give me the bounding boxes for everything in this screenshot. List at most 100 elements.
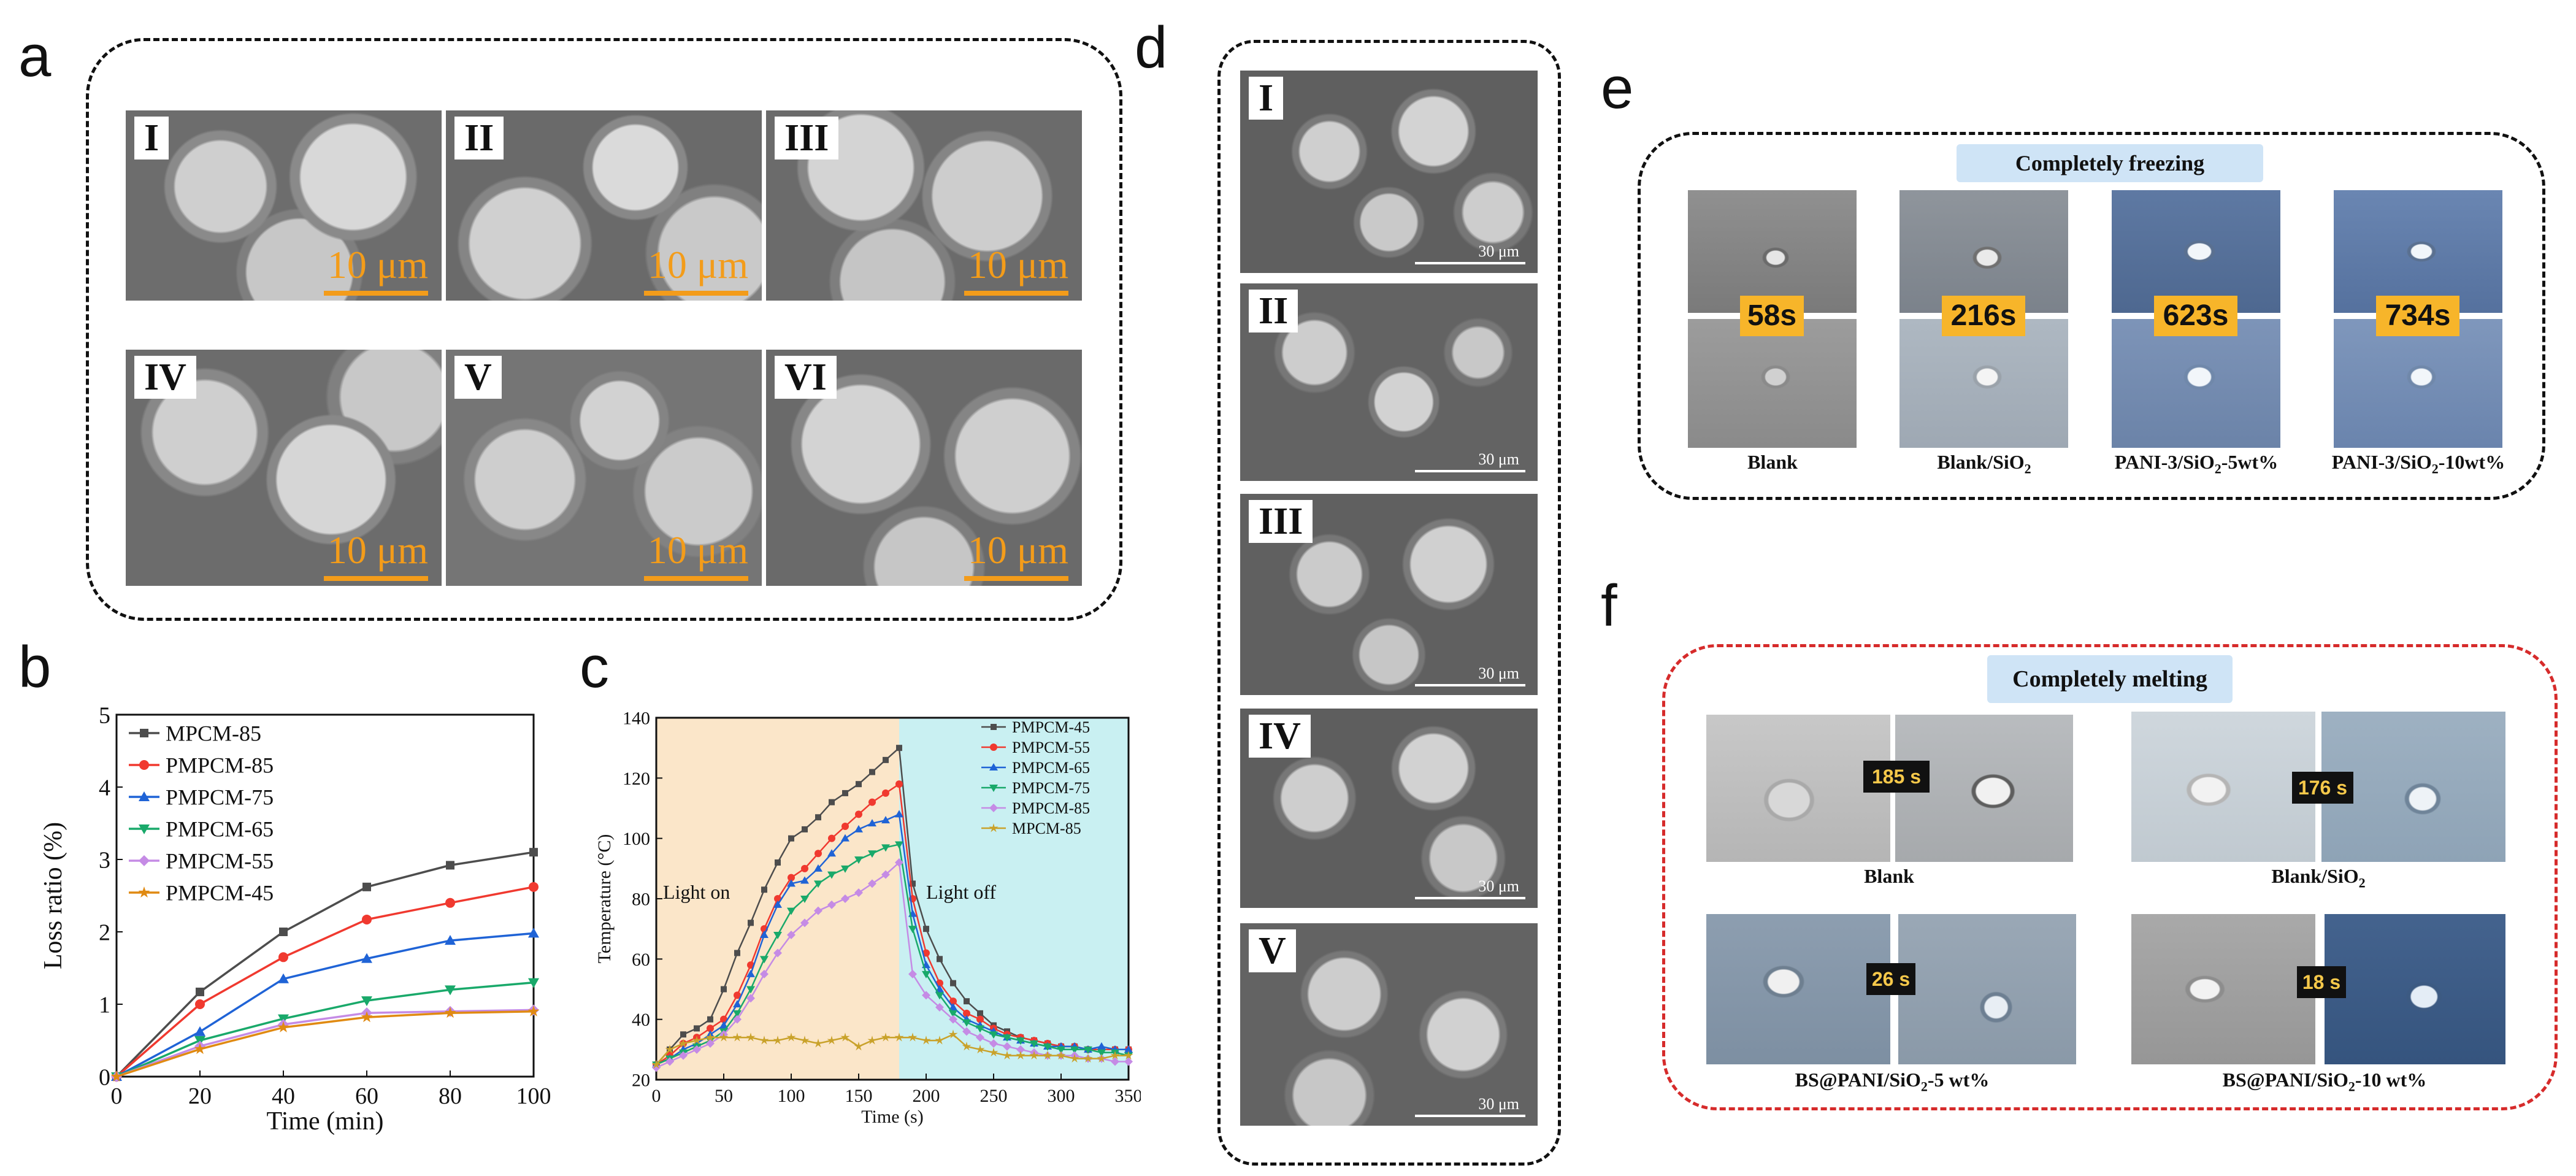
data-point (908, 926, 917, 934)
x-tick-label: 0 (111, 1083, 123, 1109)
y-tick-label: 80 (632, 890, 650, 910)
series-MPCM-85 (651, 1029, 1133, 1069)
data-point (773, 948, 782, 958)
data-point (935, 1036, 945, 1045)
data-point (989, 785, 998, 792)
caption-f3: BS@PANI/SiO2-5 wt% (1795, 1069, 1990, 1094)
data-point (196, 987, 204, 996)
data-point (989, 763, 998, 771)
data-point (840, 1032, 850, 1042)
series-line (116, 1009, 534, 1078)
data-point (842, 790, 848, 796)
data-point (1070, 1046, 1079, 1054)
scale-label: 10 μm (647, 243, 748, 286)
legend-label: PMPCM-55 (166, 849, 274, 874)
data-point (908, 1032, 918, 1042)
sem-image-d4: IV 30 μm (1240, 709, 1538, 908)
data-point (841, 834, 849, 842)
data-point (706, 1039, 715, 1048)
scale-bar (324, 291, 428, 296)
panel-e-frame (1638, 132, 2545, 500)
sem-image-d3: III 30 μm (1240, 494, 1538, 695)
sem-image-d1: I 30 μm (1240, 71, 1538, 273)
data-point (883, 756, 889, 763)
photo-f4-before (2131, 914, 2315, 1064)
data-point (787, 907, 795, 915)
panel-label-d: d (1135, 15, 1168, 80)
data-point (721, 986, 727, 993)
data-point (963, 1009, 970, 1017)
photo-f4-after (2325, 914, 2505, 1064)
photo-f1-before (1706, 715, 1890, 862)
data-point (746, 986, 755, 994)
sem-label: III (775, 117, 839, 159)
y-tick-label: 0 (99, 1064, 110, 1090)
series-line (115, 851, 534, 1078)
data-point (895, 841, 903, 849)
data-point (1097, 1042, 1106, 1050)
data-point (444, 1007, 456, 1018)
data-point (881, 1032, 891, 1042)
photo-e4-bottom (2334, 319, 2502, 448)
x-axis-label: Time (s) (861, 1107, 923, 1127)
x-tick-label: 200 (913, 1086, 940, 1106)
y-tick-label: 5 (99, 702, 110, 728)
sem-image-a6: VI 10 μm (766, 350, 1082, 586)
data-point (935, 992, 944, 1000)
data-point (110, 1070, 123, 1082)
data-point (361, 953, 372, 963)
scale-bar (1415, 1115, 1525, 1117)
data-point (922, 949, 930, 957)
data-point (989, 1047, 999, 1057)
data-point (896, 745, 902, 751)
x-tick-label: 60 (355, 1083, 378, 1109)
data-point (1124, 1045, 1133, 1053)
sem-image-a5: V 10 μm (446, 350, 762, 586)
data-point (773, 1036, 783, 1045)
data-point (362, 914, 372, 924)
data-point (962, 1027, 971, 1036)
data-point (139, 760, 149, 770)
series-line (656, 843, 1129, 1066)
data-point (882, 789, 889, 797)
data-point (813, 1039, 823, 1048)
y-axis-label: Temperature (°C) (594, 834, 615, 964)
series-PMPCM-45 (110, 1005, 540, 1082)
y-tick-label: 2 (99, 920, 110, 945)
data-point (935, 985, 944, 993)
data-point (815, 814, 821, 821)
data-point (908, 969, 917, 978)
legend-label: MPCM-85 (166, 721, 261, 746)
data-point (786, 1032, 796, 1042)
data-point (759, 1036, 769, 1045)
time-badge-e1: 58s (1740, 296, 1804, 336)
scale-label: 30 μm (1478, 242, 1519, 260)
data-point (854, 1041, 864, 1051)
data-point (948, 1029, 958, 1039)
caption-e4: PANI-3/SiO2-10wt% (2331, 451, 2505, 477)
x-tick-label: 100 (778, 1086, 805, 1106)
data-point (1016, 1050, 1025, 1060)
light-off-region (899, 718, 1129, 1080)
y-tick-label: 20 (632, 1070, 650, 1091)
data-point (923, 926, 929, 932)
x-tick-label: 20 (188, 1083, 212, 1109)
data-point (867, 1036, 877, 1045)
data-point (707, 1016, 713, 1023)
annotation-light-on: Light on (663, 881, 730, 903)
data-point (746, 969, 755, 977)
scale-label: 30 μm (1478, 1095, 1519, 1113)
data-point (1057, 1046, 1065, 1054)
data-point (949, 1015, 957, 1024)
scale-label: 10 μm (327, 243, 428, 286)
data-point (760, 931, 769, 938)
data-point (1043, 1043, 1052, 1051)
data-point (976, 1033, 984, 1042)
scale-label: 10 μm (967, 528, 1068, 572)
x-tick-label: 300 (1048, 1086, 1075, 1106)
data-point (445, 985, 456, 996)
scale-bar (964, 291, 1068, 296)
x-axis-label: Time (min) (267, 1107, 384, 1136)
x-tick-label: 150 (845, 1086, 873, 1106)
photo-f3-before (1706, 914, 1890, 1064)
